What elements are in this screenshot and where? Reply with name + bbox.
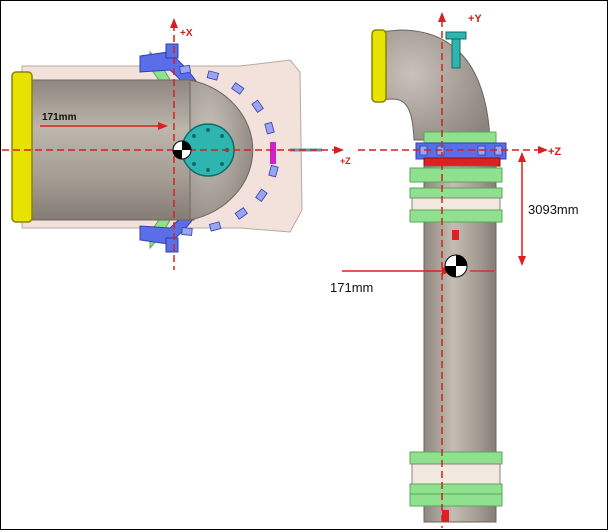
height-arrow-top xyxy=(518,152,526,162)
side-view: +Y +Z 3093mm 171mm xyxy=(330,12,579,528)
yellow-flange-top xyxy=(371,29,387,103)
offset-label-side: 171mm xyxy=(330,280,373,295)
green-ring-upper xyxy=(423,131,497,145)
lug-bottom xyxy=(165,237,179,253)
z-axis-arrow-side xyxy=(538,146,548,154)
bracket-2 xyxy=(411,463,501,485)
red-marker-mid xyxy=(452,230,459,240)
cog-marker-top xyxy=(172,140,192,160)
red-marker-bottom xyxy=(442,510,449,522)
green-support-4 xyxy=(409,451,503,465)
teal-vent-cap xyxy=(445,31,467,40)
yellow-flange-left xyxy=(11,71,33,223)
z-axis-arrow-top xyxy=(334,146,344,154)
z-axis-label-side: +Z xyxy=(548,146,561,158)
bracket-1 xyxy=(411,197,501,211)
offset-arrowhead-top xyxy=(158,122,168,130)
lug-top xyxy=(165,43,179,59)
main-pipe-horizontal xyxy=(27,79,195,221)
height-label: 3093mm xyxy=(528,202,579,217)
ring-bolts xyxy=(179,64,279,236)
green-support-3 xyxy=(409,209,503,223)
green-support-1 xyxy=(409,167,503,183)
blue-flange-plate xyxy=(415,142,507,160)
teal-vent xyxy=(451,37,461,69)
green-support-2 xyxy=(409,187,503,199)
y-axis-label: +Y xyxy=(468,13,482,25)
magenta-accent xyxy=(270,142,276,164)
offset-label-top: 171mm xyxy=(42,112,77,123)
z-axis-label-top: +Z xyxy=(340,156,351,166)
height-arrow-bottom xyxy=(518,256,526,266)
x-axis-arrow xyxy=(170,18,178,28)
red-gasket xyxy=(423,157,501,167)
cog-marker-side xyxy=(444,254,468,278)
elbow-side xyxy=(377,29,491,141)
x-axis-label: +X xyxy=(180,28,193,39)
top-view: +X +Z 171mm xyxy=(2,18,351,270)
green-support-5 xyxy=(409,483,503,495)
green-support-6 xyxy=(409,493,503,507)
y-axis-arrow xyxy=(438,12,446,22)
